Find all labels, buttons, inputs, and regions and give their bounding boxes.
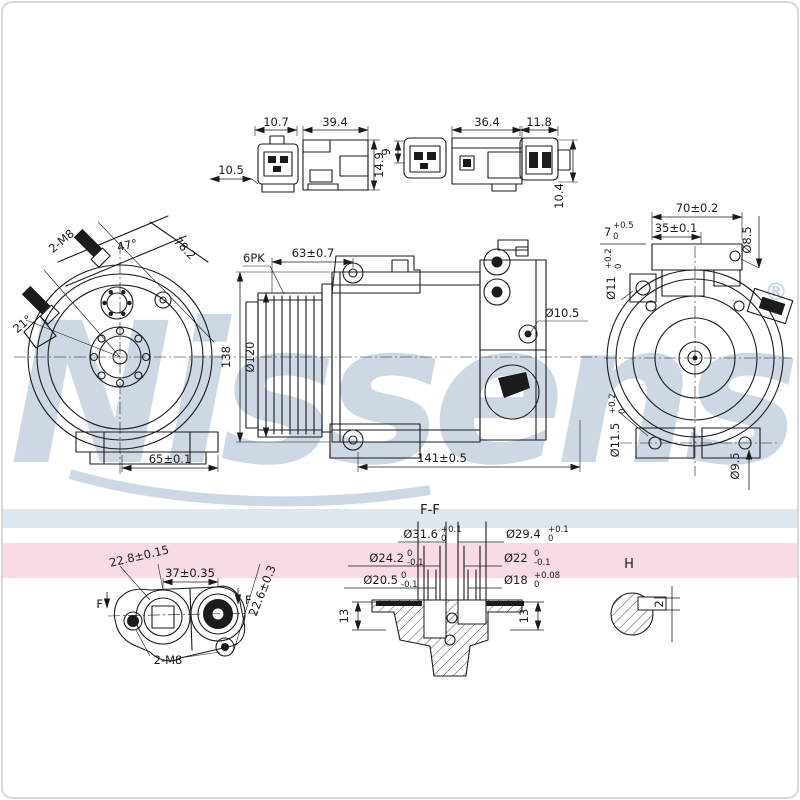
- section-cut-right: F: [245, 593, 252, 607]
- dim-pulley-dia: Ø120: [243, 341, 257, 372]
- dim-ff-d4: Ø29.4: [506, 527, 541, 541]
- dim-rear-bush-bottom-tol-dn: 0: [618, 409, 628, 414]
- dim-ff-d1: Ø31.6: [403, 527, 438, 541]
- section-cut-left: F: [96, 597, 103, 611]
- dim-rear-bush-bottom: Ø11.5 +0.2 0: [608, 393, 628, 457]
- dim-ff-d5-tol-up: 0: [534, 549, 539, 559]
- dim-c2-face-height: 9: [379, 148, 393, 155]
- dim-ff-d6-tol-dn: 0: [534, 580, 539, 590]
- dim-ff-depth-left: 13: [337, 609, 351, 624]
- detail-h-title: H: [624, 557, 634, 572]
- dim-ff-d4-tol-up: +0.1: [548, 525, 569, 535]
- dim-side-length: 141±0.5: [417, 451, 467, 465]
- dim-flange-center: 37±0.35: [165, 566, 215, 580]
- rear-connector: [758, 296, 786, 316]
- dim-c3-height: 10.4: [552, 183, 566, 209]
- dim-c1-side-height: 14.9: [372, 152, 386, 178]
- dim-ff-d6-tol-up: +0.08: [534, 571, 560, 581]
- dim-ff-d2-tol-up: 0: [407, 549, 412, 559]
- dim-rear-mount-width: 70±0.2: [676, 201, 719, 215]
- dim-c1-face-width: 10.7: [263, 115, 289, 129]
- dim-rear-step-tol-dn: 0: [613, 232, 618, 242]
- mount-stud-top: [73, 228, 103, 258]
- section-ff: F-F Ø31.6 +0.1 0 Ø24.2 0 -0.1 Ø20.5 0 -0…: [337, 503, 569, 677]
- dim-rear-step-tol-up: +0.5: [613, 221, 634, 231]
- dim-ff-d5-tol-dn: -0.1: [534, 558, 551, 568]
- dim-front-base-width: 65±0.1: [149, 452, 192, 466]
- compressor-side-view: 138 Ø120 63±0.7 6PK Ø10.5: [219, 239, 600, 472]
- dim-ff-d4-tol-dn: 0: [548, 534, 553, 544]
- mount-stud-left: [21, 285, 51, 315]
- label-flange-studs: 2-M8: [154, 653, 183, 667]
- dim-ff-d1-tol-dn: 0: [441, 534, 446, 544]
- dim-rear-bush-bottom-tol-up: +0.2: [608, 393, 618, 414]
- dim-rear-bush-side-tol-up: +0.2: [604, 248, 614, 269]
- dim-ff-d6: Ø18: [504, 573, 528, 587]
- compressor-rear-view: 70±0.2 35±0.1 7 +0.5 0 Ø8.5 Ø11 +0.2 0 Ø…: [600, 201, 794, 490]
- dim-rear-bush-bottom-value: Ø11.5: [608, 423, 622, 458]
- dim-ff-depth-right: 13: [517, 609, 531, 624]
- dim-front-angle-top: 47°: [116, 236, 139, 254]
- watermark-swoosh: [68, 469, 431, 507]
- dim-ff-d5: Ø22: [504, 551, 528, 565]
- dim-rear-mount-inner: 35±0.1: [655, 221, 698, 235]
- dim-c3-width: 11.8: [526, 115, 552, 129]
- dim-ff-d3-tol-dn: -0.1: [401, 580, 418, 590]
- dim-valve-dia: Ø10.5: [545, 306, 580, 320]
- stripe-blue: [3, 509, 797, 528]
- dim-c1-side-length: 39.4: [322, 115, 348, 129]
- dim-ff-d3: Ø20.5: [363, 573, 398, 587]
- connector-details: 10.7 10.5 39.4 14.9 9 36.4: [209, 115, 578, 209]
- dim-ff-d1-tol-up: +0.1: [441, 525, 462, 535]
- dim-ff-d2-tol-dn: -0.1: [407, 558, 424, 568]
- label-belt-type: 6PK: [243, 251, 265, 265]
- dim-rear-bush-side-tol-dn: 0: [614, 264, 624, 269]
- section-ff-title: F-F: [420, 503, 440, 518]
- detail-h: H 2: [610, 557, 680, 642]
- dim-rear-hole-top: Ø8.5: [740, 226, 754, 253]
- dim-c2-side-length: 36.4: [474, 115, 500, 129]
- dim-c1-offset: 10.5: [218, 163, 244, 177]
- dim-rear-hole-bottom: Ø9.5: [728, 452, 742, 479]
- dim-side-height: 138: [219, 346, 233, 368]
- dim-h-groove: 2: [652, 600, 666, 607]
- dim-ff-d2: Ø24.2: [369, 551, 404, 565]
- dim-rear-step: 7: [604, 225, 611, 239]
- dim-ff-d3-tol-up: 0: [401, 571, 406, 581]
- dim-side-front-to-mount: 63±0.7: [292, 246, 335, 260]
- dim-rear-bush-side: Ø11 +0.2 0: [604, 248, 624, 299]
- stripe-pink: [3, 543, 797, 578]
- dim-rear-bush-side-value: Ø11: [604, 276, 618, 300]
